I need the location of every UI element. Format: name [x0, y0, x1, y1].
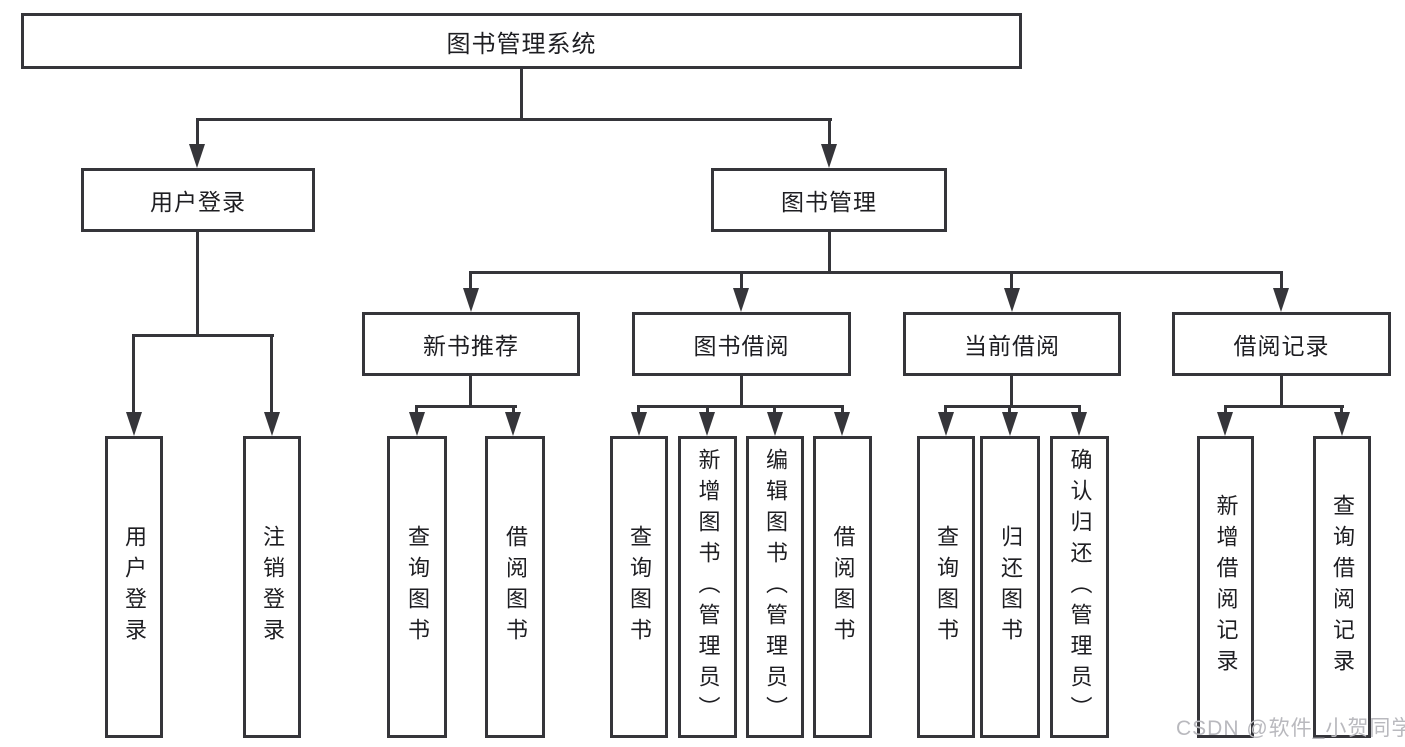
connector-line	[270, 334, 273, 414]
node-label: 确认归还（管理员）	[1067, 447, 1093, 727]
node-label: 当前借阅	[964, 333, 1060, 359]
connector-line	[1078, 405, 1081, 415]
connector-line	[944, 405, 1081, 408]
node-label: 新增借阅记录	[1213, 494, 1239, 680]
connector-line	[1280, 271, 1283, 291]
arrow-down	[1002, 412, 1018, 436]
node-label: 用户登录	[122, 525, 147, 649]
leaf-query-books-current: 查询图书	[917, 436, 975, 738]
leaf-borrow-books-recommend: 借阅图书	[485, 436, 545, 738]
leaf-confirm-return-admin: 确认归还（管理员）	[1050, 436, 1109, 738]
leaf-user-login: 用户登录	[105, 436, 163, 738]
csdn-watermark: CSDN @软件_小贺同学	[1176, 717, 1405, 740]
connector-line	[944, 405, 947, 415]
node-book-borrowing: 图书借阅	[632, 312, 851, 376]
node-label: 图书管理系统	[446, 30, 597, 58]
leaf-query-books-recommend: 查询图书	[387, 436, 447, 738]
arrow-down	[1217, 412, 1233, 436]
arrow-down	[264, 412, 280, 436]
arrow-down	[1334, 412, 1350, 436]
connector-line	[1224, 405, 1227, 415]
arrow-down	[1004, 288, 1020, 312]
node-label: 查询借阅记录	[1330, 494, 1355, 680]
node-label: 图书管理	[781, 189, 877, 215]
connector-line	[773, 405, 776, 415]
node-label: 用户登录	[150, 189, 246, 215]
node-label: 注销登录	[260, 525, 285, 649]
arrow-down	[733, 288, 749, 312]
leaf-add-books-admin: 新增图书（管理员）	[678, 436, 737, 738]
node-current-borrowing: 当前借阅	[903, 312, 1121, 376]
connector-line	[196, 118, 199, 150]
arrow-down	[126, 412, 142, 436]
arrow-down	[1071, 412, 1087, 436]
leaf-logout: 注销登录	[243, 436, 301, 738]
connector-line	[1010, 271, 1013, 291]
leaf-query-borrow-record: 查询借阅记录	[1313, 436, 1371, 738]
node-label: 查询图书	[934, 525, 959, 649]
node-label: 借阅图书	[830, 525, 856, 649]
node-book-management: 图书管理	[711, 168, 947, 232]
node-label: 借阅图书	[503, 525, 528, 649]
connector-line	[132, 334, 274, 337]
node-label: 图书借阅	[693, 333, 790, 359]
arrow-down	[631, 412, 647, 436]
connector-line	[469, 271, 472, 291]
connector-line	[196, 118, 832, 121]
connector-line	[1008, 405, 1011, 415]
leaf-return-books: 归还图书	[980, 436, 1040, 738]
connector-line	[637, 405, 844, 408]
connector-line	[520, 67, 523, 120]
arrow-down	[699, 412, 715, 436]
connector-line	[1010, 374, 1013, 408]
node-label: 编辑图书（管理员）	[763, 447, 788, 727]
connector-line	[132, 334, 135, 414]
leaf-edit-books-admin: 编辑图书（管理员）	[746, 436, 804, 738]
node-label: 归还图书	[998, 525, 1023, 649]
arrow-down	[189, 144, 205, 168]
connector-line	[415, 405, 517, 408]
connector-line	[637, 405, 640, 415]
node-user-login: 用户登录	[81, 168, 315, 232]
connector-line	[415, 405, 418, 415]
node-label: 查询图书	[627, 525, 652, 649]
arrow-down	[1273, 288, 1289, 312]
arrow-down	[767, 412, 783, 436]
node-root-system: 图书管理系统	[21, 13, 1022, 69]
arrow-down	[821, 144, 837, 168]
arrow-down	[505, 412, 521, 436]
leaf-borrow-books: 借阅图书	[813, 436, 872, 738]
node-new-book-recommend: 新书推荐	[362, 312, 580, 376]
leaf-add-borrow-record: 新增借阅记录	[1197, 436, 1254, 738]
connector-line	[469, 271, 1282, 274]
connector-line	[1224, 405, 1344, 408]
node-label: 新增图书（管理员）	[695, 447, 721, 727]
node-label: 查询图书	[405, 525, 430, 649]
connector-line	[706, 405, 709, 415]
connector-line	[196, 230, 199, 336]
node-label: 借阅记录	[1233, 333, 1330, 359]
connector-line	[1340, 405, 1343, 415]
arrow-down	[938, 412, 954, 436]
connector-line	[828, 118, 831, 150]
connector-line	[1280, 374, 1283, 408]
leaf-query-books-borrow: 查询图书	[610, 436, 668, 738]
connector-line	[841, 405, 844, 415]
connector-line	[512, 405, 515, 415]
arrow-down	[463, 288, 479, 312]
arrow-down	[834, 412, 850, 436]
connector-line	[740, 271, 743, 291]
node-borrowing-records: 借阅记录	[1172, 312, 1391, 376]
connector-line	[740, 374, 743, 408]
connector-line	[469, 374, 472, 408]
connector-line	[828, 230, 831, 274]
node-label: 新书推荐	[423, 333, 519, 359]
arrow-down	[409, 412, 425, 436]
